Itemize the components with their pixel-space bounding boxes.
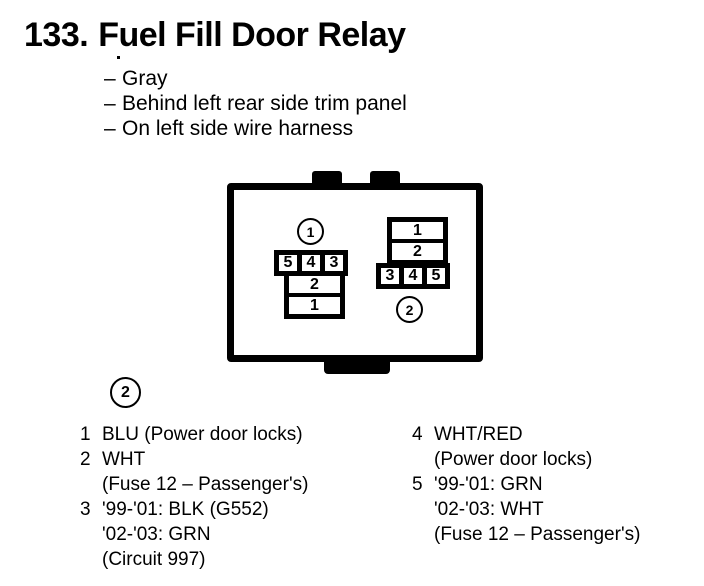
pin-cell: 5 [279,255,297,271]
legend-entry: 5 '99-'01: GRN '02-'03: WHT (Fuse 12 – P… [412,472,697,547]
note-dash: – [104,67,116,90]
note-dash: – [104,117,116,140]
legend-pin-description: WHT (Fuse 12 – Passenger's) [102,447,400,497]
note-text: Behind left rear side trim panel [122,92,407,115]
legend-pin-number: 2 [80,449,91,470]
page-title: 133.Fuel Fill Door Relay [24,16,406,55]
legend-line: '02-'03: WHT [434,499,544,520]
pin-cell: 2 [392,243,443,260]
pin-cell: 5 [427,268,445,284]
legend-entry: 3 '99-'01: BLK (G552) '02-'03: GRN (Circ… [80,497,400,572]
pin-cell: 4 [404,268,422,284]
legend-entry: 2 WHT (Fuse 12 – Passenger's) [80,447,400,497]
legend-line: BLU (Power door locks) [102,424,303,445]
note-text: On left side wire harness [122,117,354,140]
legend-pin-description: '99-'01: GRN '02-'03: WHT (Fuse 12 – Pas… [434,472,697,547]
note-item: – Gray [104,66,407,91]
relay-body-outline [227,183,483,362]
legend-line: '99-'01: BLK (G552) [102,499,269,520]
legend-pin-description: BLU (Power door locks) [102,422,400,447]
note-dash: – [104,92,116,115]
legend-pin-number: 5 [412,474,423,495]
legend-pin-description: '99-'01: BLK (G552) '02-'03: GRN (Circui… [102,497,400,572]
connector-1-lower-stack: 2 1 [284,271,345,319]
legend-section-marker: 2 [110,377,141,408]
legend-pin-description: WHT/RED (Power door locks) [434,422,697,472]
legend-line: WHT [102,449,146,470]
legend-line: (Power door locks) [434,449,593,470]
pin-legend-right: 4 WHT/RED (Power door locks) 5 '99-'01: … [412,422,697,547]
pin-cell: 4 [302,255,320,271]
legend-line: (Fuse 12 – Passenger's) [434,524,641,545]
pin-cell: 3 [381,268,399,284]
legend-line: (Circuit 997) [102,549,206,570]
connector-2-marker: 2 [396,296,423,323]
legend-line: '99-'01: GRN [434,474,543,495]
legend-pin-number: 4 [412,424,423,445]
legend-entry: 4 WHT/RED (Power door locks) [412,422,697,472]
legend-line: '02-'03: GRN [102,524,211,545]
connector-1-marker: 1 [297,218,324,245]
pin-cell: 1 [392,222,443,239]
note-item: – Behind left rear side trim panel [104,91,407,116]
scan-artifact-speck [117,56,120,59]
legend-line: WHT/RED [434,424,523,445]
pin-cell: 3 [325,255,343,271]
legend-pin-number: 1 [80,424,91,445]
note-item: – On left side wire harness [104,116,407,141]
note-text: Gray [122,67,168,90]
pin-legend-left: 1 BLU (Power door locks) 2 WHT (Fuse 12 … [80,422,400,572]
legend-pin-number: 3 [80,499,91,520]
legend-entry: 1 BLU (Power door locks) [80,422,400,447]
title-text: Fuel Fill Door Relay [98,16,406,54]
title-number: 133. [24,16,89,54]
notes-list: – Gray – Behind left rear side trim pane… [104,66,407,141]
pin-cell: 2 [289,276,340,293]
connector-2-bottom-row: 3 4 5 [376,263,450,289]
pin-cell: 1 [289,297,340,314]
legend-line: (Fuse 12 – Passenger's) [102,474,309,495]
connector-2-upper-stack: 1 2 [387,217,448,265]
